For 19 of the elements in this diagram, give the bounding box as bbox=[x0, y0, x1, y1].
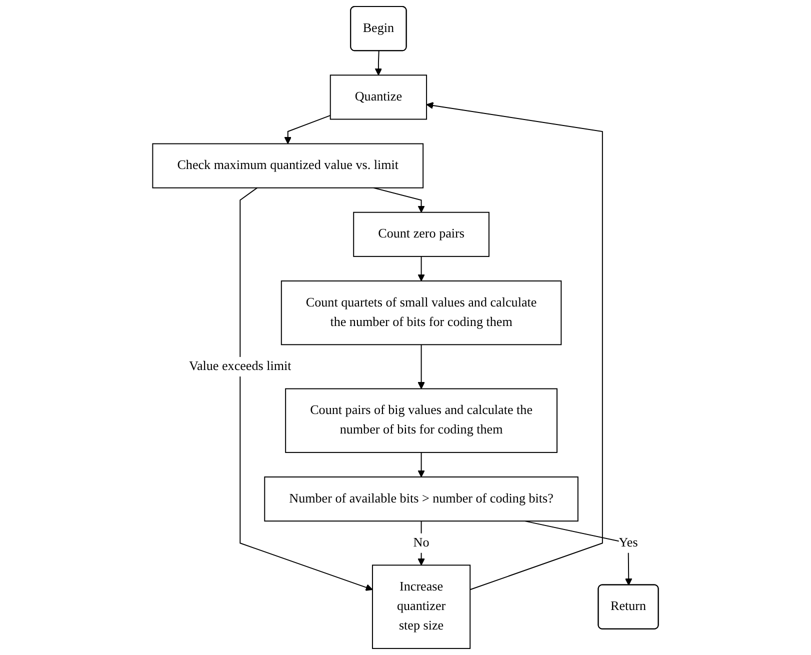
edge-label: Value exceeds limit bbox=[188, 359, 292, 374]
arrow bbox=[426, 102, 603, 590]
arrow bbox=[284, 114, 331, 144]
arrow bbox=[374, 50, 382, 76]
arrow bbox=[373, 187, 425, 213]
node-box: Count quartets of small values and calculate the number of bits for coding them bbox=[280, 280, 562, 346]
edge-label: No bbox=[413, 536, 430, 550]
edge-label: Yes bbox=[618, 536, 638, 550]
node-box: Count pairs of big values and calculate the number of bits for coding them bbox=[285, 388, 558, 453]
node-box: Increase quantizer step size bbox=[372, 564, 471, 649]
node-box: Check maximum quantized value vs. limit bbox=[152, 143, 424, 188]
arrow bbox=[240, 187, 373, 591]
arrow bbox=[524, 520, 632, 586]
arrow bbox=[418, 452, 425, 478]
arrow bbox=[418, 256, 425, 282]
node-box: Quantize bbox=[330, 74, 428, 120]
node-box: Number of available bits > number of coding bits? bbox=[264, 476, 578, 522]
node-box: Count zero pairs bbox=[353, 212, 490, 257]
arrow bbox=[418, 344, 425, 390]
